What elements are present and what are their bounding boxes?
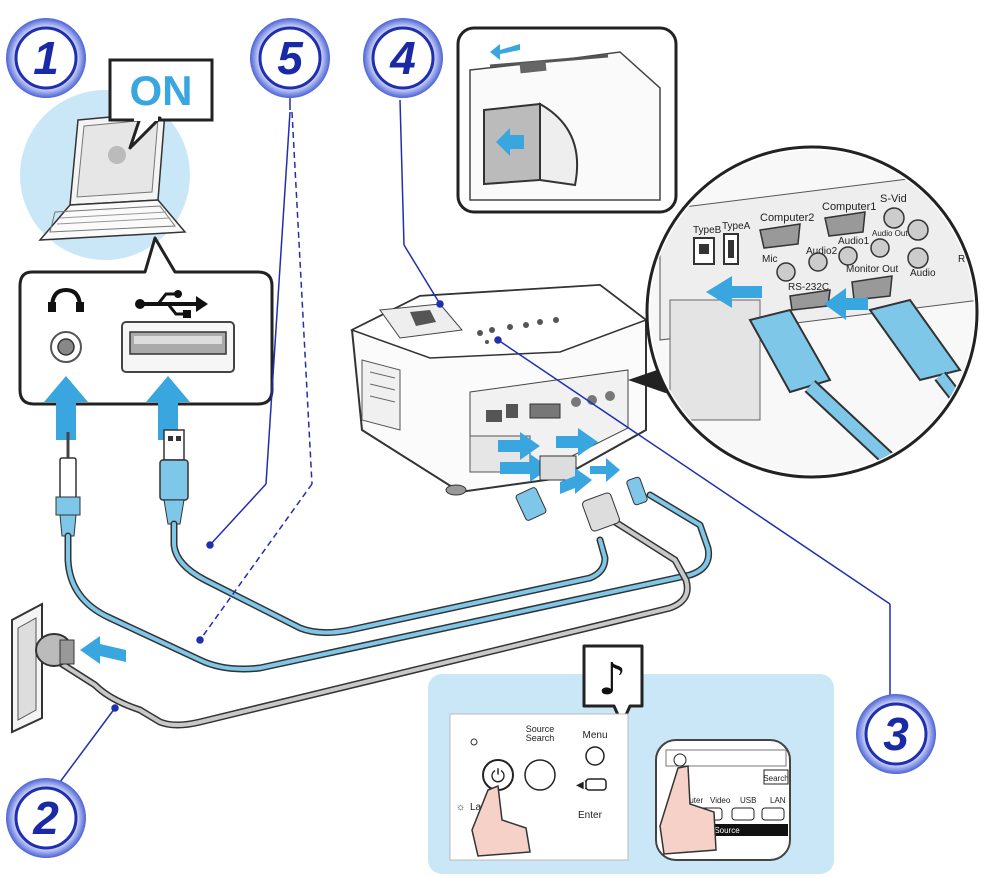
remote-lan-label: LAN [770,796,786,805]
remote-search-label: Search [763,774,788,783]
menu-button[interactable] [585,746,605,766]
port-label-audio1: Audio1 [838,236,870,247]
finger-pointer [471,784,531,857]
step-badge-1: 1 [6,18,86,98]
lens-cover-inset [456,26,678,214]
menu-label: Menu [582,730,607,741]
step-number: 2 [32,792,59,844]
port-label-audio-out: Audio Out [872,229,908,238]
port-label-audio: Audio [910,268,936,279]
port-label-r: R [958,254,965,265]
volume-button[interactable] [585,778,607,791]
up-arrow-icon [146,376,190,440]
on-text: ON [130,67,193,114]
up-arrow-icon [44,376,88,440]
remote-usb-button[interactable] [731,807,755,821]
step-number: 4 [389,32,416,84]
step-number: 1 [33,32,59,84]
connector-zoom: TypeB TypeA Computer2 Computer1 S-Vid Au… [628,145,979,479]
left-arrow-icon [706,276,762,308]
step-number: 3 [883,708,909,760]
remote-video-label: Video [710,796,731,805]
port-label-rs232c: RS-232C [788,282,829,293]
cables [58,491,713,729]
laptop-callout: ON [20,58,214,260]
remote-search-button[interactable] [763,769,789,785]
port-label-svideo: S-Vid [880,193,907,205]
headphone-icon [48,287,84,312]
port-label-computer1: Computer1 [822,201,876,213]
step-badge-2: 2 [6,778,86,858]
port-label-typea: TypeA [722,221,751,232]
port-label-monitor-out: Monitor Out [846,264,898,275]
step-badge-4: 4 [363,18,443,98]
step-badge-5: 5 [250,18,330,98]
left-arrow-icon [824,288,868,320]
right-arrow-icon [590,458,620,482]
source-search-button[interactable] [524,759,556,791]
usb-icon [135,290,208,318]
left-arrow-icon [496,128,524,156]
port-label-audio2: Audio2 [806,246,838,257]
left-arrow-icon [80,636,126,664]
right-arrow-icon [500,454,550,482]
music-note-icon: ♪ [598,654,626,705]
remote-usb-label: USB [740,796,756,805]
usb-plug [159,429,189,525]
audio-plug [55,432,81,537]
port-label-typeb: TypeB [693,225,722,236]
left-arrow-icon [560,468,592,494]
sun-icon: ☼ [456,802,465,813]
on-sign: ON [108,58,214,150]
step-badge-3: 3 [856,694,936,774]
wall-outlet [11,602,126,734]
remote-lan-button[interactable] [761,807,785,821]
port-label-mic: Mic [762,254,778,265]
remote-power-button[interactable] [673,753,687,767]
step-number: 5 [277,32,304,84]
left-arrow-icon [490,44,520,60]
port-panel [18,236,274,440]
power-icon: ⏻ [491,766,505,787]
finger-pointer [659,765,717,855]
enter-label: Enter [578,810,603,821]
right-arrow-icon [498,432,540,460]
leader-lines [59,98,891,783]
right-arrow-icon [556,428,598,456]
port-label-computer2: Computer2 [760,212,814,224]
remote-source-label: Source [714,826,740,835]
volume-icon: ◀) [576,780,588,791]
projector [350,283,648,532]
